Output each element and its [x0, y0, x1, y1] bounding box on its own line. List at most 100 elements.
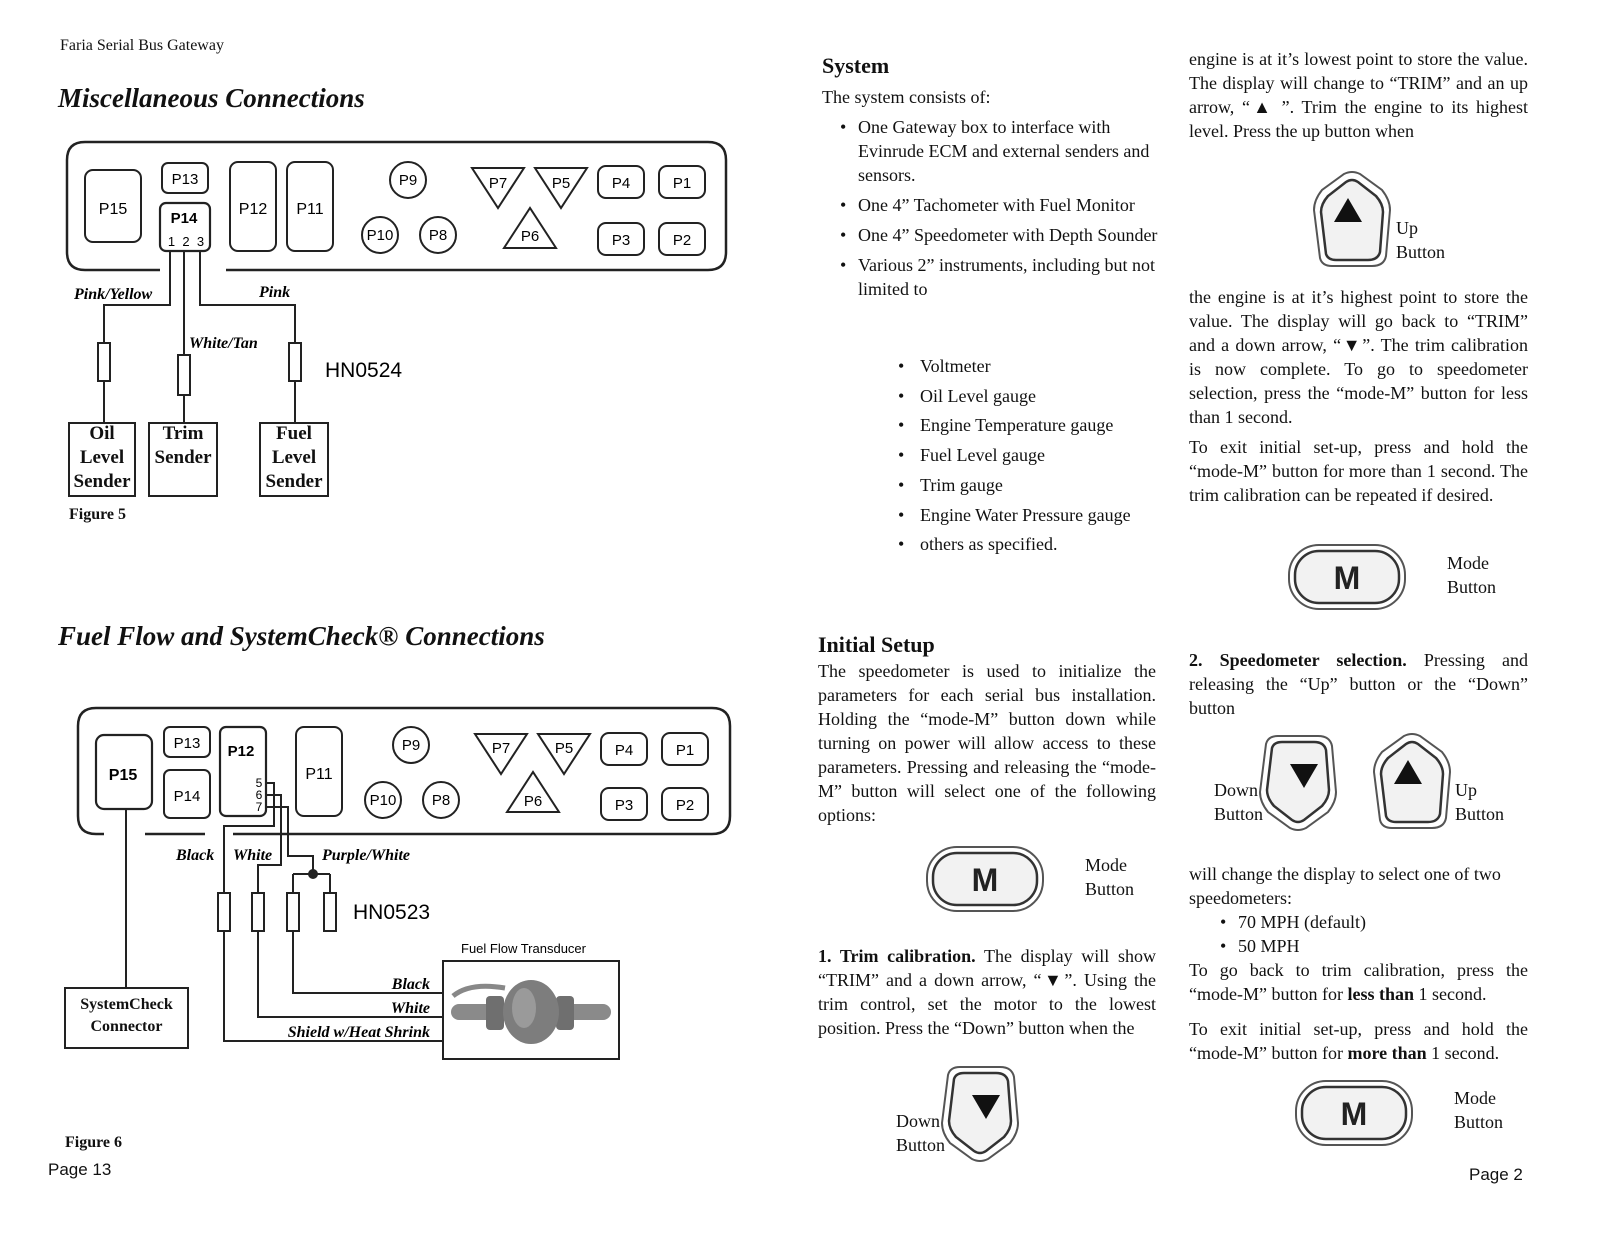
port-p9: P9	[399, 172, 417, 189]
svg-text:M: M	[972, 862, 999, 898]
instrument-item: Engine Temperature gauge	[898, 411, 1178, 441]
port-p7: P7	[489, 175, 507, 192]
instrument-list: Voltmeter Oil Level gauge Engine Tempera…	[898, 352, 1178, 560]
port-p11: P11	[296, 201, 323, 218]
port-p11: P11	[305, 766, 332, 783]
wire-label-black: Black	[175, 847, 214, 864]
system-items: One Gateway box to interface with Evinru…	[840, 115, 1160, 301]
port-p2: P2	[673, 232, 691, 249]
down-button-icon	[940, 1066, 1020, 1162]
wire-label-white: White	[233, 847, 272, 864]
figure-6-diagram: P15 P13 P14 P12 5 6 7 P11 P9 P10 P8 P7 P…	[64, 706, 732, 1060]
speedometer-selection-paragraph: 2. Speedometer selection. Pressing and r…	[1189, 650, 1528, 718]
port-p12: P12	[228, 743, 255, 760]
systemcheck-connector: SystemCheck Connector	[80, 996, 173, 1035]
p12-pin-7: 7	[256, 800, 263, 814]
trim-complete-paragraph: the engine is at it’s highest point to s…	[1189, 287, 1528, 427]
instrument-item: Voltmeter	[898, 352, 1178, 382]
instrument-item: others as specified.	[898, 530, 1178, 560]
system-intro: The system consists of:	[822, 87, 991, 107]
up-button-icon	[1372, 733, 1452, 829]
mode-button-icon: M	[926, 846, 1044, 912]
fig5-heading: Miscellaneous Connections	[58, 83, 365, 113]
transducer-label: Fuel Flow Transducer	[461, 941, 587, 956]
down-arrow-icon: ▼	[1341, 335, 1363, 355]
back-to-trim-paragraph: To go back to trim calibration, press th…	[1189, 960, 1528, 1004]
figure-5-caption: Figure 5	[69, 506, 127, 523]
transducer-wire-shield: Shield w/Heat Shrink	[288, 1024, 430, 1041]
port-p14: P14	[174, 788, 201, 805]
sender-trim: Trim Sender	[154, 423, 212, 468]
port-p13: P13	[174, 735, 201, 752]
port-p15: P15	[109, 767, 138, 784]
system-item: One 4” Tachometer with Fuel Monitor	[840, 193, 1160, 217]
system-item: One 4” Speedometer with Depth Sounder	[840, 223, 1160, 247]
port-p4: P4	[612, 175, 630, 192]
instrument-item: Oil Level gauge	[898, 382, 1178, 412]
instrument-item: Trim gauge	[898, 471, 1178, 501]
p12-pin-5: 5	[256, 776, 263, 790]
transducer-wire-black: Black	[391, 976, 430, 993]
port-p9: P9	[402, 737, 420, 754]
port-p6: P6	[521, 228, 539, 245]
trim-continued-paragraph: engine is at it’s lowest point to store …	[1189, 49, 1528, 141]
port-p10: P10	[367, 227, 394, 244]
port-p8: P8	[432, 792, 450, 809]
svg-text:M: M	[1341, 1096, 1368, 1132]
wire-label-white-tan: White/Tan	[189, 335, 258, 352]
sender-oil-level: Oil Level Sender	[73, 423, 131, 492]
speed-option: 70 MPH (default)	[1220, 910, 1520, 934]
connector-code-hn0524: HN0524	[325, 359, 402, 382]
port-p5: P5	[555, 740, 573, 757]
port-p3: P3	[615, 797, 633, 814]
p12-pin-6: 6	[256, 788, 263, 802]
port-p8: P8	[429, 227, 447, 244]
initial-setup-heading: Initial Setup	[818, 632, 935, 657]
port-p1: P1	[676, 742, 694, 759]
initial-setup-paragraph: The speedometer is used to initialize th…	[818, 661, 1156, 825]
port-p14: P14	[171, 210, 198, 227]
instrument-item: Fuel Level gauge	[898, 441, 1178, 471]
exit-setup-paragraph: To exit initial set-up, press and hold t…	[1189, 437, 1528, 505]
port-p2: P2	[676, 797, 694, 814]
transducer-wire-white: White	[391, 1000, 430, 1017]
figure-5-diagram: P15 P13 P14 1 2 3 P12 P11 P9 P10 P8 P7 P…	[65, 140, 728, 497]
connector-code-hn0523: HN0523	[353, 901, 430, 924]
port-p12: P12	[239, 201, 268, 218]
figure-6-caption: Figure 6	[65, 1134, 123, 1151]
instrument-item: Engine Water Pressure gauge	[898, 501, 1178, 531]
down-arrow-icon: ▼	[1041, 970, 1065, 990]
mode-button-icon: M	[1288, 544, 1406, 610]
running-header: Faria Serial Bus Gateway	[60, 37, 224, 54]
wire-label-pink: Pink	[258, 284, 290, 301]
svg-text:M: M	[1334, 560, 1361, 596]
port-p10: P10	[370, 792, 397, 809]
speed-options: 70 MPH (default) 50 MPH	[1220, 910, 1520, 958]
port-p4: P4	[615, 742, 633, 759]
wire-label-pink-yellow: Pink/Yellow	[73, 286, 153, 303]
port-p5: P5	[552, 175, 570, 192]
wire-label-purple-white: Purple/White	[321, 847, 410, 864]
system-item: One Gateway box to interface with Evinru…	[840, 115, 1160, 187]
speedometer-change-text: will change the display to select one of…	[1189, 864, 1501, 908]
port-p7: P7	[492, 740, 510, 757]
page-number-left: Page 13	[48, 1160, 112, 1179]
port-p3: P3	[612, 232, 630, 249]
down-button-icon	[1258, 735, 1338, 831]
port-p6: P6	[524, 793, 542, 810]
exit-setup-paragraph-2: To exit initial set-up, press and hold t…	[1189, 1019, 1528, 1063]
port-p13: P13	[172, 171, 199, 188]
p14-pins: 1 2 3	[168, 234, 204, 249]
page-number-right: Page 2	[1469, 1165, 1523, 1184]
speed-option: 50 MPH	[1220, 934, 1520, 958]
mode-button-icon: M	[1295, 1080, 1413, 1146]
up-button-icon	[1312, 171, 1392, 267]
sender-fuel-level: Fuel Level Sender	[265, 423, 323, 492]
system-heading: System	[822, 53, 890, 78]
